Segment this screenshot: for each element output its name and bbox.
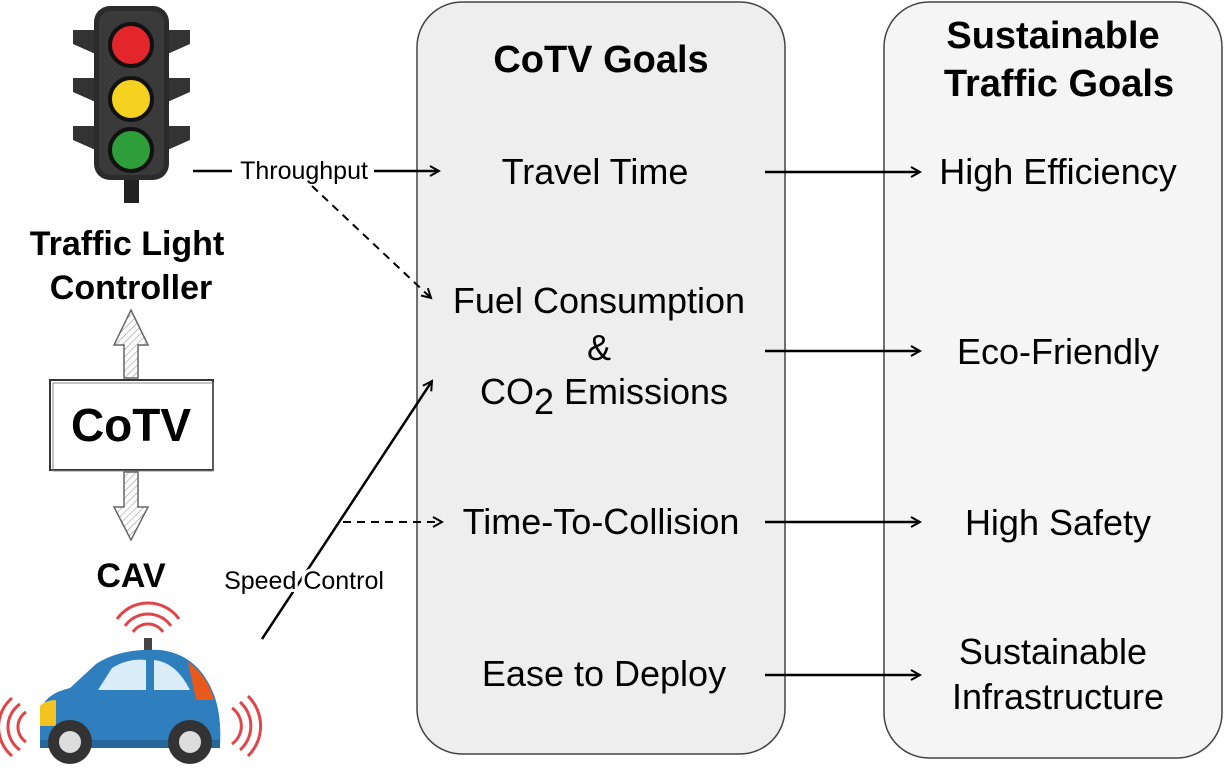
goal-high-safety: High Safety (965, 502, 1151, 543)
red-light (108, 22, 154, 68)
goal-fuel-consumption: Fuel Consumption (453, 280, 745, 321)
goal-travel-time: Travel Time (502, 151, 689, 192)
goal-high-efficiency: High Efficiency (939, 151, 1176, 192)
goal-co2-emissions: CO2 Emissions (480, 371, 728, 422)
autonomous-car-icon (0, 601, 263, 764)
throughput-label: Throughput (240, 157, 368, 185)
cotv-goals-title: CoTV Goals (493, 39, 708, 81)
goal-eco-friendly: Eco-Friendly (957, 331, 1159, 372)
green-light (108, 127, 154, 173)
goal-time-to-collision: Time-To-Collision (463, 501, 740, 542)
up-double-arrow-icon (112, 308, 150, 379)
cav-label: CAV (96, 557, 166, 595)
traffic-light-controller-label-line2: Controller (50, 269, 212, 307)
down-double-arrow-icon (112, 471, 150, 542)
yellow-light (108, 76, 154, 122)
traffic-light-controller-label-line1: Traffic Light (30, 225, 225, 263)
speed-control-arrow (260, 381, 432, 640)
goal-sustainable-infrastructure-line2: Infrastructure (952, 676, 1164, 717)
cotv-box-label: CoTV (71, 399, 191, 451)
sustainable-goals-title-line2: Traffic Goals (944, 63, 1174, 105)
sustainable-goals-panel (883, 1, 1223, 759)
goal-fuel-ampersand: & (587, 327, 611, 368)
throughput-dashed-arrow (311, 185, 431, 298)
cotv-goals-panel (416, 1, 786, 755)
co2-subscript: 2 (534, 381, 554, 422)
traffic-light-icon (73, 6, 190, 203)
goal-sustainable-infrastructure-line1: Sustainable (959, 631, 1147, 672)
co2-suffix: Emissions (554, 371, 728, 412)
goal-ease-to-deploy: Ease to Deploy (482, 653, 726, 694)
sustainable-goals-title-line1: Sustainable (946, 15, 1159, 57)
speed-control-label: Speed Control (224, 567, 384, 595)
co2-prefix: CO (480, 371, 534, 412)
